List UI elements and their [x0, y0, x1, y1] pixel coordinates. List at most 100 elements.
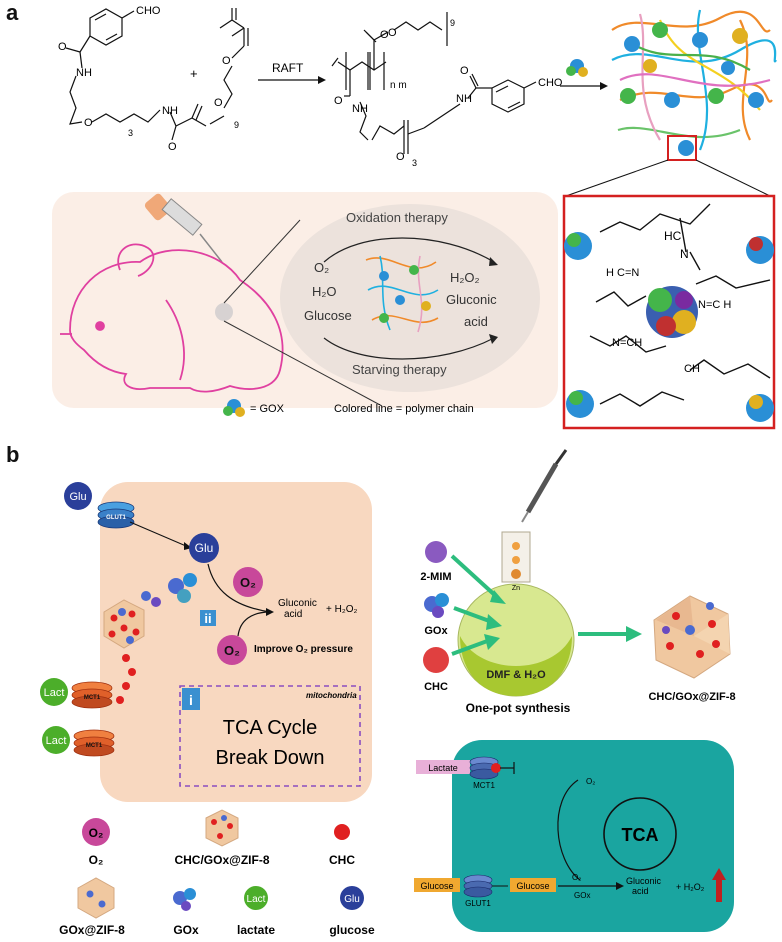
tca-circle: [603, 797, 677, 871]
tumor-link-line-bottom: [223, 320, 383, 407]
product-h2o2: H₂O₂: [450, 270, 480, 285]
mct1-transporter-a: [71, 681, 113, 709]
legend-gox-icon: [173, 888, 196, 911]
legend-gox-zif8-icon: [77, 877, 115, 919]
glu-inside-icon: [189, 533, 219, 563]
zoom-polymer-chains: [589, 203, 771, 407]
h2o2-increase-arrow: [712, 868, 726, 902]
panel-b-figure: Glu GLUT1 Glu O₂ Gluconic: [40, 449, 736, 937]
gluconic-label-line1: Gluconic: [278, 598, 317, 609]
legend-chc-gox-label: CHC/GOx@ZIF-8: [174, 853, 269, 867]
legend-glu-icon: [340, 886, 364, 910]
chc-icon: [423, 647, 449, 673]
o2-consumption-arrow: [237, 611, 271, 637]
nh-text-1: NH: [76, 67, 92, 79]
hydrogel-network: [611, 9, 777, 156]
legend-gox-zif8-label: GOx@ZIF-8: [59, 923, 125, 937]
zoom-label-n-eq-c-h: N=C H: [698, 299, 731, 311]
o-text-8: O: [334, 95, 343, 107]
zoom-label-ch: CH: [684, 363, 700, 375]
monomer-1-structure: [65, 8, 207, 141]
teal-gox-label: GOx: [574, 891, 590, 900]
starving-therapy-label: Starving therapy: [352, 362, 447, 377]
o-text-9: O: [396, 151, 405, 163]
teal-mct1-label: MCT1: [473, 781, 495, 790]
zoom-region-box: [667, 135, 697, 161]
mitochondria-label: mitochondria: [306, 691, 357, 700]
teal-mct1-transporter: [469, 756, 515, 780]
teal-glucose-out-label: Glucose: [420, 881, 453, 891]
teal-lactate-label: Lactate: [428, 763, 458, 773]
o-text-2: O: [84, 117, 93, 129]
gox-protein-corners: [564, 232, 774, 422]
oxidation-arrow: [323, 237, 495, 263]
chc-gox-zif8-particle: [103, 599, 145, 649]
glu-to-gluconic-arrow: [207, 563, 271, 613]
flask-icon: [457, 531, 575, 697]
lact-icon-a: [40, 678, 68, 706]
product-gluconic-line2: acid: [464, 314, 488, 329]
legend-glu-icon-text: Glu: [344, 894, 360, 905]
plus-h2o2-label: + H₂O₂: [326, 604, 358, 615]
mouse-outline: [60, 243, 284, 393]
mct1-label-b: MCT1: [86, 743, 103, 749]
teal-gluconic-line2: acid: [632, 886, 649, 896]
mitochondria-box: [179, 685, 361, 787]
flask-solvent-label: DMF & H₂O: [486, 669, 546, 681]
o2-label-a: O₂: [240, 575, 256, 590]
zoom-line-left: [565, 159, 669, 197]
product-label: CHC/GOx@ZIF-8: [648, 691, 735, 703]
gox-reagent-icon: [424, 593, 449, 618]
lactate-label-box: [416, 760, 470, 774]
reactant-o2: O₂: [314, 260, 329, 275]
legend-o2-label: O₂: [89, 853, 104, 867]
glu-import-arrow: [129, 521, 187, 547]
legend-chc-icon: [334, 824, 350, 840]
tumor-site-marker: [215, 303, 233, 321]
gox-arrow-head: [600, 82, 608, 90]
glut1-label: GLUT1: [106, 515, 126, 521]
reactant-h2o: H₂O: [312, 284, 337, 299]
teal-tca-label: TCA: [622, 825, 659, 845]
marker-ii-box: [200, 610, 216, 626]
legend-lact-icon-text: Lact: [247, 894, 266, 905]
legend-o2-icon-text: O₂: [89, 826, 104, 840]
panel-a-label: a: [6, 0, 19, 25]
nh-text-3: NH: [352, 103, 368, 115]
gox-protein-in-cell: [168, 573, 197, 603]
colored-line-legend-label: Colored line = polymer chain: [334, 403, 474, 415]
nh-text-2: NH: [162, 105, 178, 117]
product-gluconic-line1: Gluconic: [446, 292, 497, 307]
sub-9-text: 9: [234, 120, 239, 130]
zoom-label-n-eq-ch: N=CH: [612, 337, 642, 349]
zoom-label-hcn: H C=N: [606, 267, 639, 279]
improve-o2-label: Improve O₂ pressure: [254, 644, 353, 655]
glut1-transporter: [97, 501, 135, 529]
mct1-transporter-b: [73, 729, 115, 757]
gox-legend-icon: [223, 399, 245, 417]
legend-gox-label: GOx: [173, 923, 199, 937]
oxidation-therapy-label: Oxidation therapy: [346, 210, 448, 225]
teal-glucose-in-label: Glucose: [516, 881, 549, 891]
lact-icon-b: [42, 726, 70, 754]
monomer-2-structure: [209, 8, 249, 125]
legend-chc-label: CHC: [329, 853, 355, 867]
mim-label: 2-MIM: [420, 571, 451, 583]
plus-sign: +: [190, 66, 198, 81]
o-text-5: O: [214, 97, 223, 109]
glucose-in-box: [510, 878, 556, 892]
gox-fragments: [141, 591, 161, 607]
raft-label: RAFT: [272, 61, 304, 75]
sub-3-text: 3: [128, 128, 133, 138]
gox-legend-label: = GOX: [250, 403, 285, 415]
zoom-label-hc: HC: [664, 229, 682, 243]
glu-outside-label: Glu: [69, 491, 86, 503]
reactant-glucose: Glucose: [304, 308, 352, 323]
gox-protein-center: [646, 286, 698, 338]
glu-outside-icon: [64, 482, 92, 510]
zoom-label-n: N: [680, 247, 689, 261]
legend-lactate-label: lactate: [237, 923, 275, 937]
chc-gox-zif8-product-icon: [653, 595, 731, 679]
teal-glut1-transporter: [463, 874, 493, 898]
o-text-7: O: [388, 27, 397, 39]
